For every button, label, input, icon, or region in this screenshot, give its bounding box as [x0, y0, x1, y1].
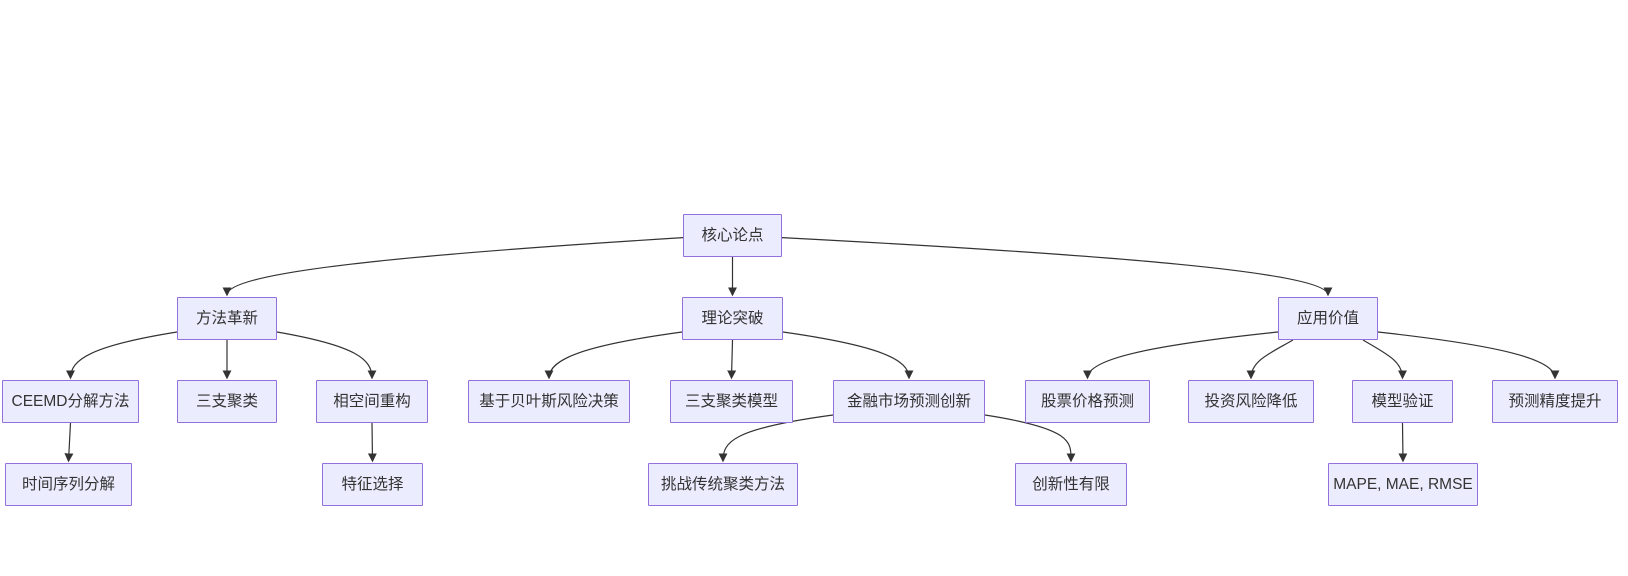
edge-core-method — [222, 237, 684, 297]
diagram-node-core: 核心论点 — [683, 214, 782, 257]
node-label-threeway: 三支聚类 — [195, 392, 258, 410]
edge-value-validation — [1362, 339, 1407, 380]
diagram-node-stock: 股票价格预测 — [1025, 380, 1150, 423]
edge-value-risk — [1246, 339, 1294, 380]
node-label-feature: 特征选择 — [341, 475, 404, 493]
diagram-node-feature: 特征选择 — [322, 463, 423, 506]
diagram-node-finance: 金融市场预测创新 — [833, 380, 985, 423]
node-label-limited: 创新性有限 — [1032, 475, 1110, 493]
diagram-node-risk: 投资风险降低 — [1188, 380, 1314, 423]
edge-method-ceemd — [66, 331, 178, 380]
diagram-node-bayes: 基于贝叶斯风险决策 — [468, 380, 630, 423]
edge-validation-metrics — [1398, 422, 1408, 463]
diagram-node-ceemd: CEEMD分解方法 — [2, 380, 139, 423]
diagram-node-validation: 模型验证 — [1352, 380, 1453, 423]
edge-theory-finance — [782, 331, 914, 380]
node-label-phase: 相空间重构 — [333, 392, 411, 410]
node-label-stock: 股票价格预测 — [1040, 392, 1134, 410]
node-label-twcmodel: 三支聚类模型 — [684, 392, 778, 410]
node-label-core: 核心论点 — [701, 226, 764, 244]
edge-method-phase — [276, 331, 377, 380]
diagram-node-threeway: 三支聚类 — [177, 380, 277, 423]
node-label-tsdecomp: 时间序列分解 — [21, 475, 115, 493]
node-label-ceemd: CEEMD分解方法 — [11, 392, 130, 410]
edge-ceemd-tsdecomp — [64, 422, 74, 463]
diagram-node-method: 方法革新 — [177, 297, 277, 340]
edge-theory-bayes — [544, 331, 683, 380]
edge-theory-twcmodel — [727, 339, 737, 380]
node-label-risk: 投资风险降低 — [1204, 392, 1298, 410]
diagram-node-challenge: 挑战传统聚类方法 — [648, 463, 798, 506]
node-label-metrics: MAPE, MAE, RMSE — [1333, 475, 1473, 493]
node-label-bayes: 基于贝叶斯风险决策 — [479, 392, 619, 410]
diagram-node-theory: 理论突破 — [682, 297, 783, 340]
diagram-node-metrics: MAPE, MAE, RMSE — [1328, 463, 1478, 506]
edge-value-accuracy — [1377, 331, 1560, 380]
node-label-validation: 模型验证 — [1371, 392, 1434, 410]
node-label-theory: 理论突破 — [701, 309, 764, 327]
node-label-method: 方法革新 — [195, 309, 258, 327]
node-label-accuracy: 预测精度提升 — [1508, 392, 1602, 410]
diagram-node-value: 应用价值 — [1278, 297, 1378, 340]
diagram-node-phase: 相空间重构 — [316, 380, 428, 423]
node-label-value: 应用价值 — [1296, 309, 1359, 327]
node-label-finance: 金融市场预测创新 — [846, 392, 971, 410]
edge-value-stock — [1083, 331, 1279, 380]
diagram-node-limited: 创新性有限 — [1015, 463, 1127, 506]
diagram-node-tsdecomp: 时间序列分解 — [5, 463, 132, 506]
edge-core-value — [781, 237, 1333, 297]
edge-phase-feature — [367, 422, 377, 463]
diagram-node-twcmodel: 三支聚类模型 — [670, 380, 793, 423]
diagram-node-accuracy: 预测精度提升 — [1492, 380, 1618, 423]
node-label-challenge: 挑战传统聚类方法 — [660, 475, 785, 493]
